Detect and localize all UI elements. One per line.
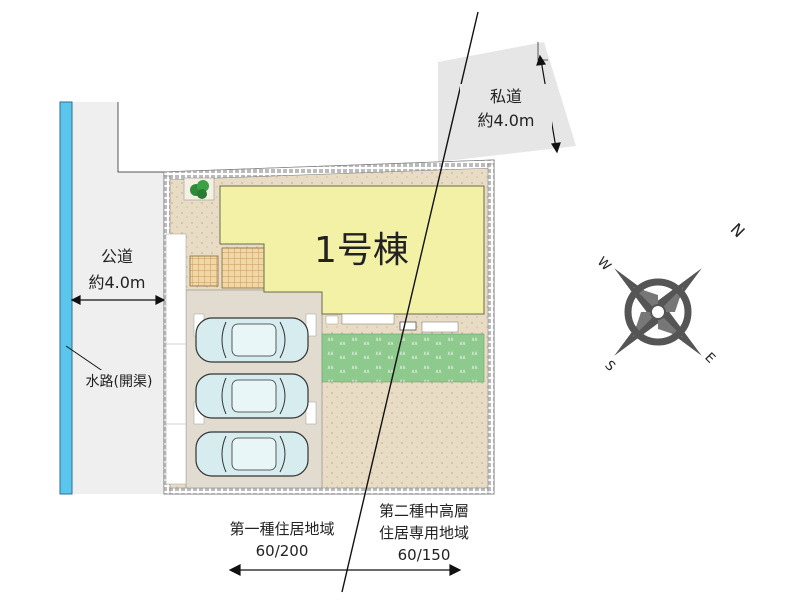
- zoning-left-name: 第一種住居地域: [229, 520, 334, 538]
- zoning-extent-arrow: [228, 564, 462, 576]
- waterway-channel: [59, 101, 73, 495]
- zoning-left-ratio: 60/200: [256, 542, 309, 560]
- lawn: [321, 333, 485, 383]
- compass-west: W: [594, 255, 614, 275]
- compass-east: E: [701, 350, 717, 366]
- public-road-label: 公道: [101, 247, 133, 266]
- waterway-label: 水路(開渠): [86, 374, 153, 390]
- car-icon: [195, 317, 309, 363]
- building-1: [219, 185, 485, 333]
- zoning-right-ratio: 60/150: [398, 546, 451, 564]
- building-label: 1号棟: [314, 230, 409, 271]
- public-road-width-arrow: [70, 295, 166, 305]
- car-icon: [195, 431, 309, 477]
- private-road-label: 私道: [490, 87, 522, 106]
- zoning-boundary-line: [341, 11, 479, 593]
- tile-pad-large: [221, 247, 265, 289]
- private-road-width: 約4.0m: [477, 111, 534, 130]
- public-road: [72, 102, 164, 494]
- car-icon: [195, 373, 309, 419]
- zoning-right-name-1: 第二種中高層: [379, 502, 469, 520]
- public-road-width: 約4.0m: [88, 273, 145, 292]
- tile-pad-small: [189, 255, 219, 287]
- compass-south: S: [601, 358, 617, 374]
- compass-north: N: [727, 219, 749, 241]
- compass-rose-icon: [614, 268, 702, 356]
- zoning-right-name-2: 住居専用地域: [379, 524, 469, 542]
- tree-icon: [183, 177, 215, 201]
